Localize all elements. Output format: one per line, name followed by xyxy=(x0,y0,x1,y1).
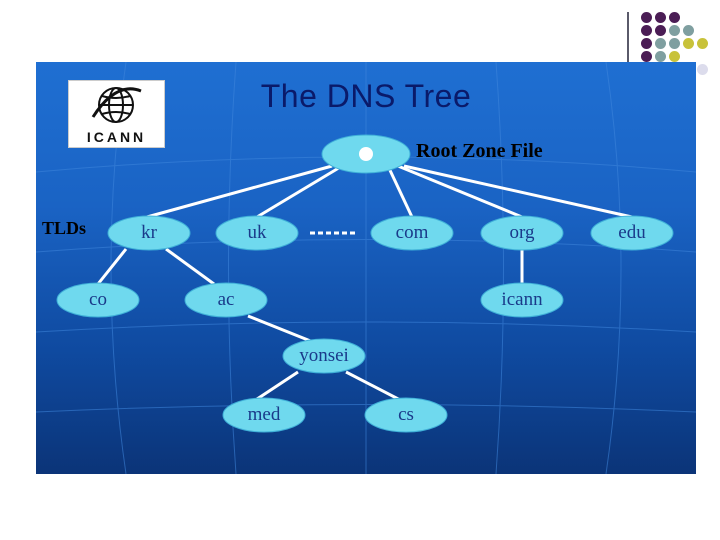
node-icann xyxy=(480,282,564,318)
node-label-uk: uk xyxy=(247,222,267,243)
node-label-yonsei: yonsei xyxy=(299,345,349,366)
edge-kr-co xyxy=(96,248,128,285)
node-label-med: med xyxy=(247,404,281,425)
edge-root-org xyxy=(397,164,523,219)
root-dot xyxy=(359,147,373,161)
node-co xyxy=(56,282,140,318)
node-label-com: com xyxy=(395,222,429,243)
node-com xyxy=(370,215,454,251)
node-label-org: org xyxy=(509,222,535,243)
dns-tree-diagram xyxy=(56,134,674,433)
tree-nodes xyxy=(56,134,674,433)
node-label-icann: icann xyxy=(501,289,543,310)
node-label-cs: cs xyxy=(398,404,414,425)
edge-root-kr xyxy=(146,164,333,219)
corner-divider xyxy=(627,12,629,62)
node-label-kr: kr xyxy=(141,222,157,243)
tree-edges xyxy=(96,164,633,405)
edge-root-com xyxy=(386,165,414,218)
node-label-co: co xyxy=(89,289,107,310)
globe-icon xyxy=(91,87,142,123)
slide-title: The DNS Tree xyxy=(260,78,472,114)
node-med xyxy=(222,397,306,433)
edge-yonsei-cs xyxy=(345,370,407,405)
node-yonsei xyxy=(282,338,366,374)
tlds-label: TLDs xyxy=(42,218,87,238)
node-cs xyxy=(364,397,448,433)
edge-root-uk xyxy=(256,164,343,219)
edge-root-edu xyxy=(403,164,633,219)
node-org xyxy=(480,215,564,251)
icann-logo: ICANN xyxy=(68,80,165,148)
root-zone-label: Root Zone File xyxy=(416,140,543,162)
slide-panel: ICANN The DNS Tree xyxy=(36,62,696,474)
node-label-edu: edu xyxy=(618,222,646,243)
node-uk xyxy=(215,215,299,251)
node-ac xyxy=(184,282,268,318)
logo-text: ICANN xyxy=(86,129,147,145)
node-edu xyxy=(590,215,674,251)
node-label-ac: ac xyxy=(217,289,235,310)
edge-kr-ac xyxy=(165,247,215,286)
node-kr xyxy=(107,215,191,251)
edge-ac-yonsei xyxy=(247,314,319,346)
